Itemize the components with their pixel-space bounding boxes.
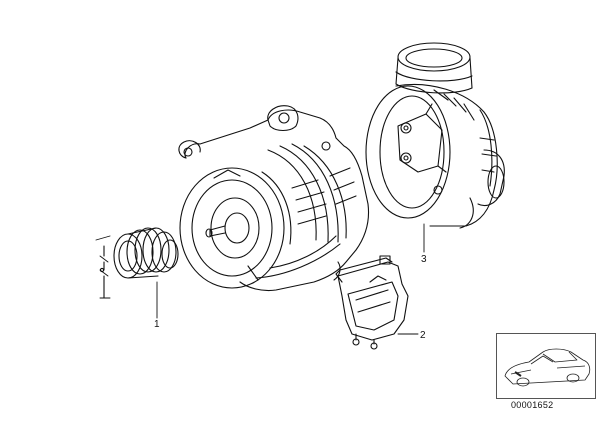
callout-2: 2 xyxy=(420,330,426,341)
pulley-illustration xyxy=(96,228,178,298)
car-location-thumbnail xyxy=(496,333,596,399)
voltage-regulator-illustration xyxy=(336,256,408,349)
document-number: 00001652 xyxy=(511,400,554,410)
callout-3: 3 xyxy=(421,254,427,265)
air-duct-housing-illustration xyxy=(366,43,504,228)
callout-1: 1 xyxy=(154,319,160,330)
alternator-illustration xyxy=(179,106,369,291)
callout-leaders xyxy=(157,224,424,334)
